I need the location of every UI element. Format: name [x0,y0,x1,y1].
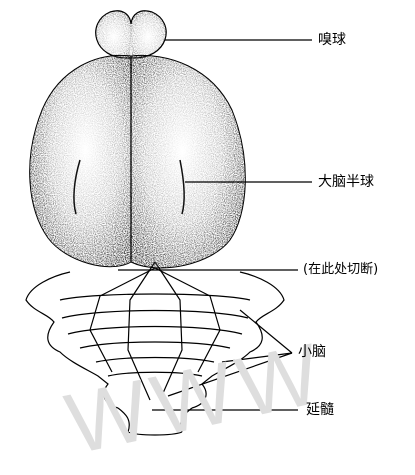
cerebral-hemispheres [30,55,246,268]
olfactory-bulbs [96,11,167,58]
cerebral-hemisphere-label: 大脑半球 [318,175,374,189]
olfactory-bulb-label: 嗅球 [318,33,346,47]
leader-cerebellum-2 [222,353,292,362]
leader-cerebellum-3 [168,353,292,396]
medulla-label: 延髓 [306,403,334,417]
cut-here-label: (在此处切断) [303,263,378,276]
cerebellum-shape [26,262,284,435]
cerebellum-label: 小脑 [298,345,326,359]
leader-cerebellum-1 [240,310,292,353]
brain-figure [0,0,415,454]
brain-diagram: WWW 嗅球 大脑半球 (在此处切断) 小脑 延髓 [0,0,415,454]
